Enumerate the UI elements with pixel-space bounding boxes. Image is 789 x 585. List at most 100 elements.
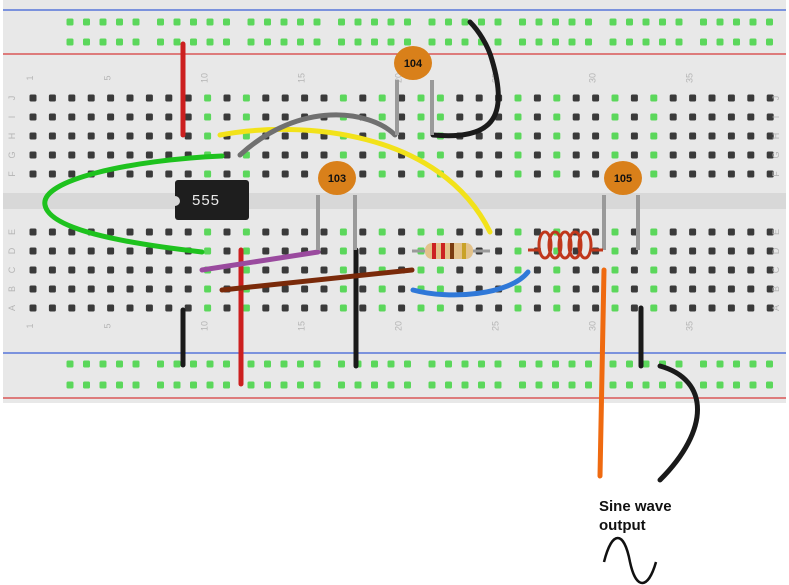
breadboard-hole <box>630 132 638 140</box>
breadboard-hole <box>533 151 541 159</box>
breadboard-hole <box>359 151 367 159</box>
breadboard-hole <box>535 38 543 46</box>
breadboard-hole <box>190 381 197 389</box>
breadboard-hole <box>126 266 134 274</box>
wire-orange-output <box>597 267 607 479</box>
breadboard-hole <box>87 151 95 159</box>
breadboard-hole <box>204 247 212 255</box>
breadboard-hole <box>766 113 774 121</box>
wire-black-top-loop <box>430 19 501 139</box>
breadboard-hole <box>533 94 541 102</box>
breadboard-hole <box>378 151 386 159</box>
breadboard-hole <box>280 18 288 26</box>
breadboard-hole <box>716 18 724 26</box>
breadboard-hole <box>68 94 76 102</box>
breadboard-hole <box>107 285 115 293</box>
breadboard-hole <box>378 247 386 255</box>
breadboard-hole <box>223 360 230 368</box>
breadboard-hole <box>404 18 411 26</box>
breadboard-hole <box>428 360 436 368</box>
breadboard-hole <box>417 151 425 159</box>
breadboard-hole <box>592 266 600 274</box>
breadboard-hole <box>301 170 309 178</box>
breadboard-hole <box>733 18 740 26</box>
breadboard-hole <box>650 266 658 274</box>
breadboard-hole <box>708 170 716 178</box>
breadboard-hole <box>68 247 76 255</box>
breadboard-hole <box>533 228 541 236</box>
breadboard-hole <box>716 381 724 389</box>
breadboard-hole <box>157 381 164 389</box>
breadboard-hole <box>387 360 395 368</box>
breadboard-hole <box>417 132 425 140</box>
breadboard-hole <box>339 228 347 236</box>
row-letter-label: E <box>7 229 17 235</box>
breadboard-hole <box>87 94 95 102</box>
breadboard-hole <box>456 285 464 293</box>
breadboard-hole <box>749 38 757 46</box>
breadboard-hole <box>281 170 289 178</box>
breadboard-hole <box>642 381 650 389</box>
breadboard-hole <box>165 266 173 274</box>
breadboard-hole <box>552 38 559 46</box>
breadboard-hole <box>630 113 638 121</box>
breadboard-hole <box>611 285 619 293</box>
breadboard-hole <box>417 170 425 178</box>
breadboard-hole <box>572 170 580 178</box>
breadboard-hole <box>630 304 638 312</box>
breadboard-hole <box>642 18 650 26</box>
breadboard-hole <box>165 285 173 293</box>
row-letter-label: I <box>771 116 781 119</box>
breadboard-hole <box>262 247 270 255</box>
breadboard-hole <box>766 151 774 159</box>
breadboard-hole <box>262 304 270 312</box>
breadboard-hole <box>242 228 250 236</box>
breadboard-hole <box>514 94 522 102</box>
breadboard-hole <box>378 228 386 236</box>
breadboard-hole <box>572 132 580 140</box>
breadboard-hole <box>223 304 231 312</box>
breadboard-hole <box>107 151 115 159</box>
breadboard-hole <box>747 94 755 102</box>
breadboard-hole <box>650 304 658 312</box>
row-letter-label: E <box>771 229 781 235</box>
breadboard-hole <box>165 132 173 140</box>
breadboard-hole <box>173 360 181 368</box>
breadboard-hole <box>535 360 543 368</box>
breadboard-hole <box>242 94 250 102</box>
breadboard-hole <box>190 18 197 26</box>
breadboard-hole <box>727 132 735 140</box>
breadboard-hole <box>264 381 271 389</box>
breadboard-hole <box>514 170 522 178</box>
breadboard-hole <box>436 151 444 159</box>
breadboard-hole <box>436 266 444 274</box>
breadboard-hole <box>689 132 697 140</box>
breadboard-hole <box>475 228 483 236</box>
output-label-line2: output <box>599 517 646 534</box>
breadboard-hole <box>659 38 666 46</box>
breadboard-hole <box>116 381 123 389</box>
breadboard-hole <box>87 266 95 274</box>
breadboard-hole <box>585 381 592 389</box>
breadboard-hole <box>475 151 483 159</box>
breadboard-hole <box>475 170 483 178</box>
breadboard-hole <box>68 228 76 236</box>
row-letter-label: A <box>771 305 781 311</box>
breadboard-hole <box>281 247 289 255</box>
breadboard-hole <box>204 113 212 121</box>
breadboard-hole <box>669 247 677 255</box>
breadboard-hole <box>475 94 483 102</box>
column-number-label: 10 <box>200 321 210 331</box>
breadboard-hole <box>371 360 378 368</box>
breadboard-hole <box>650 228 658 236</box>
row-letter-label: J <box>7 96 17 101</box>
breadboard-hole <box>478 18 485 26</box>
breadboard-hole <box>630 285 638 293</box>
breadboard-hole <box>378 113 386 121</box>
breadboard-hole <box>630 266 638 274</box>
breadboard-hole <box>387 18 395 26</box>
breadboard-hole <box>184 170 192 178</box>
breadboard-hole <box>749 18 757 26</box>
breadboard-hole <box>766 38 773 46</box>
